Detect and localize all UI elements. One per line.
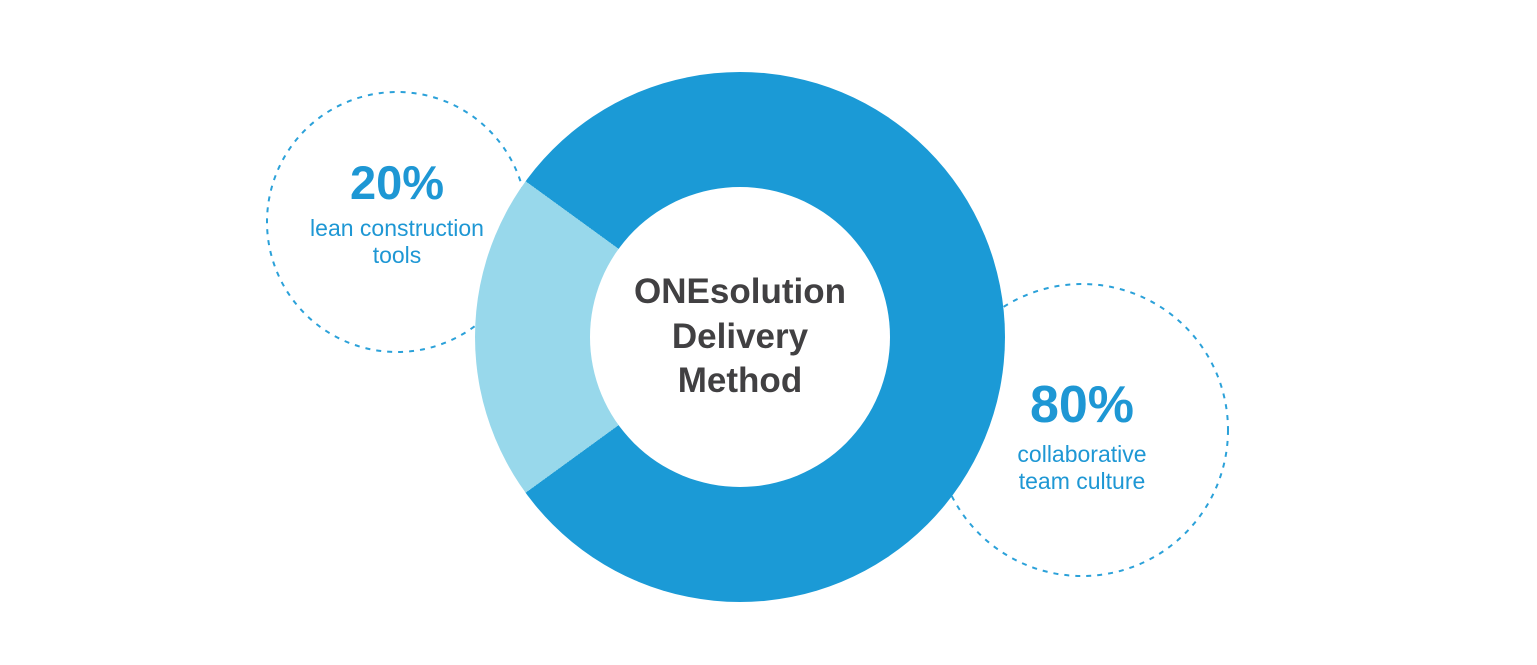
callout-percent-80: 80% bbox=[1029, 376, 1135, 434]
chart-center-title: ONEsolution Delivery Method bbox=[634, 271, 846, 401]
dashed-circle-right-outline bbox=[935, 283, 1229, 577]
callout-lean-construction-tools: 20% lean construction tools bbox=[264, 158, 530, 270]
callout-collaborative-team-culture: 80% collaborative team culture bbox=[933, 378, 1231, 495]
callout-caption-collaborative-team-culture: collaborative team culture bbox=[1017, 440, 1147, 494]
callout-caption-lean-construction-tools: lean construction tools bbox=[310, 215, 484, 269]
dashed-circle-right bbox=[935, 283, 1229, 577]
donut-hole bbox=[590, 187, 890, 487]
callout-percent-20: 20% bbox=[349, 156, 445, 209]
